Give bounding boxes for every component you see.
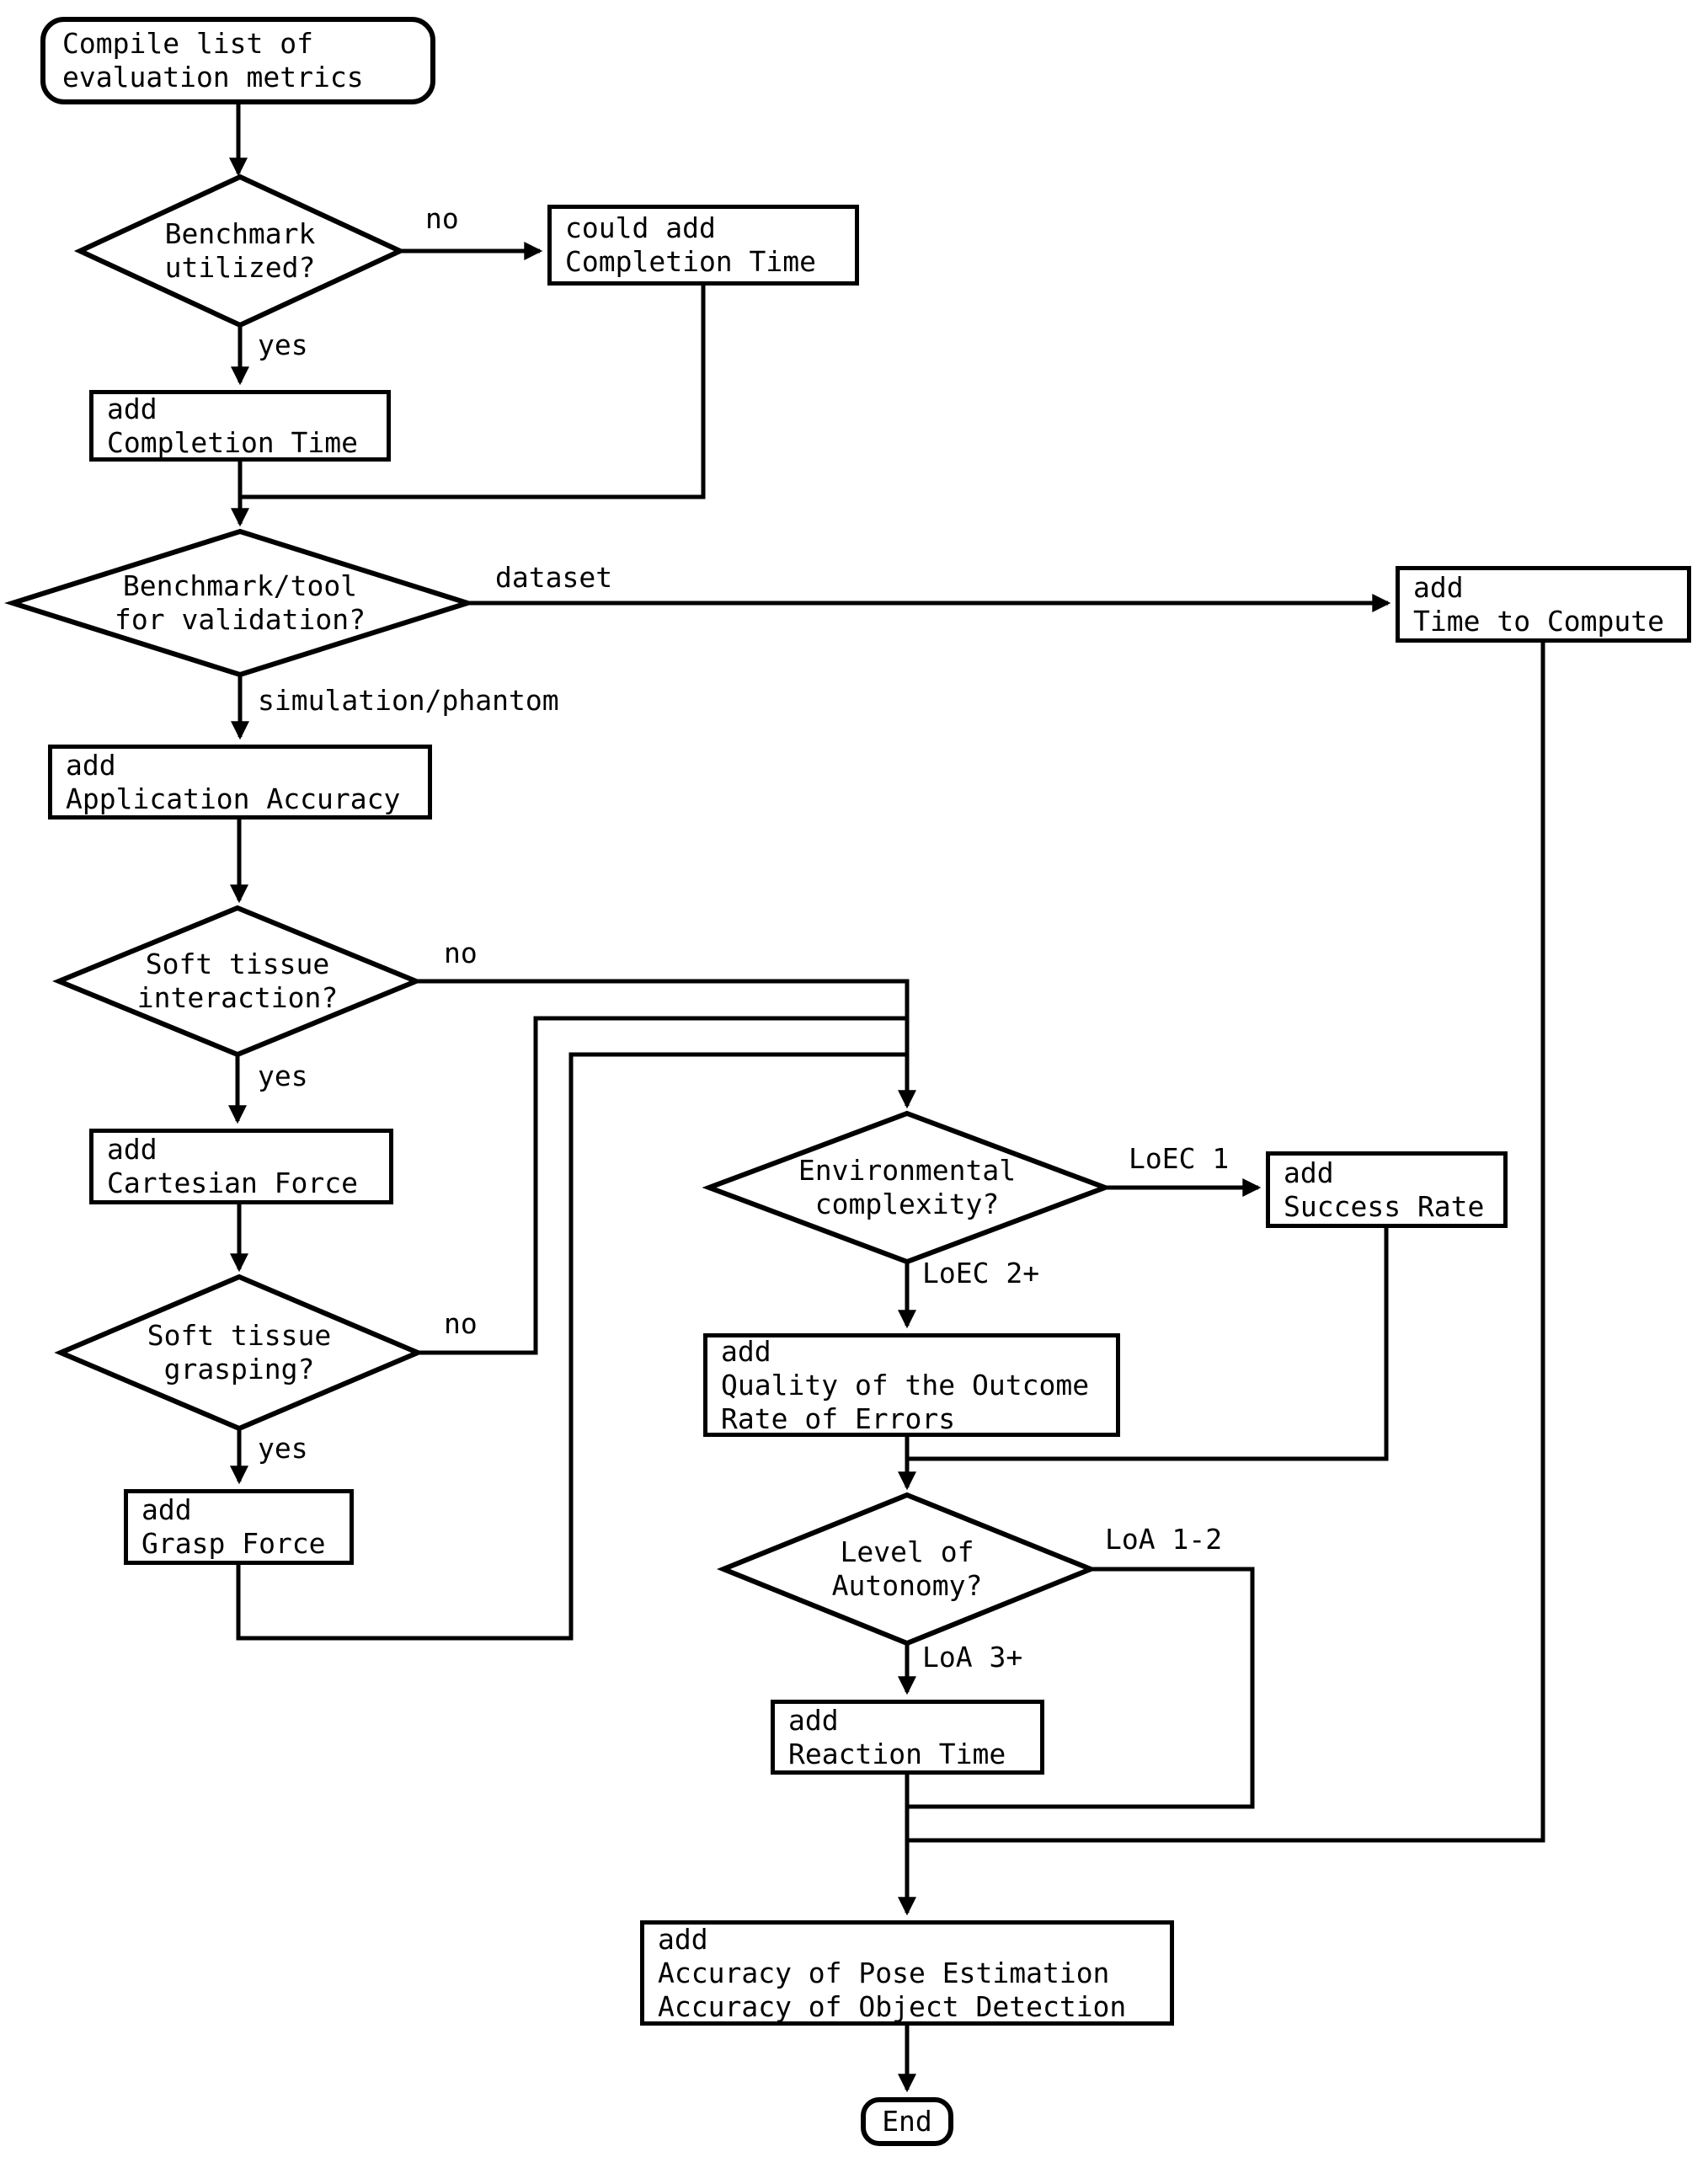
edge-label-benchmark-yes: yes (258, 328, 308, 361)
edge-success-rate-merge (907, 1228, 1389, 1461)
decision-benchmark-utilized-shape (73, 174, 407, 328)
edge-time-to-compute-merge (907, 643, 1545, 1843)
process-add-application-accuracy: add Application Accuracy (48, 745, 432, 820)
edge-label-validation-dataset: dataset (495, 561, 613, 594)
process-add-completion-time: add Completion Time (89, 390, 391, 462)
decision-environmental-complexity-shape (702, 1110, 1113, 1265)
terminator-end: End (861, 2097, 953, 2146)
process-add-success-rate: add Success Rate (1266, 1151, 1508, 1228)
process-add-pose-object-accuracy: add Accuracy of Pose Estimation Accuracy… (640, 1920, 1174, 2026)
edge-label-loec-1: LoEC 1 (1129, 1142, 1230, 1175)
edge-label-validation-simulation: simulation/phantom (258, 684, 559, 717)
process-add-cartesian-force: add Cartesian Force (89, 1129, 393, 1204)
process-add-quality-outcome: add Quality of the Outcome Rate of Error… (703, 1333, 1120, 1437)
process-add-reaction-time: add Reaction Time (771, 1700, 1044, 1775)
terminator-start: Compile list of evaluation metrics (40, 17, 435, 104)
edge-label-benchmark-no: no (425, 202, 459, 235)
decision-level-of-autonomy-shape (716, 1492, 1098, 1647)
edge-interaction-no (416, 979, 916, 1109)
edge-label-loec-2plus: LoEC 2+ (922, 1257, 1040, 1289)
process-add-grasp-force: add Grasp Force (124, 1489, 354, 1565)
decision-benchmark-tool-validation-shape (4, 528, 476, 678)
edge-label-interaction-no: no (444, 937, 478, 969)
edge-label-interaction-yes: yes (258, 1060, 308, 1092)
process-could-add-completion-time: could add Completion Time (547, 205, 859, 286)
edge-label-loa-3plus: LoA 3+ (922, 1641, 1023, 1674)
edge-could-add-merge (240, 286, 706, 499)
decision-soft-tissue-grasping-shape (54, 1273, 424, 1432)
edge-grasping-no-merge (418, 1016, 907, 1355)
edge-label-grasping-no: no (444, 1307, 478, 1340)
edge-label-grasping-yes: yes (258, 1432, 308, 1465)
process-add-time-to-compute: add Time to Compute (1396, 566, 1691, 643)
decision-soft-tissue-interaction-shape (52, 905, 423, 1058)
edge-loa12-merge (907, 1567, 1255, 1809)
edge-grasp-force-loop (236, 1052, 907, 1641)
edge-label-loa-1-2: LoA 1-2 (1105, 1523, 1223, 1556)
